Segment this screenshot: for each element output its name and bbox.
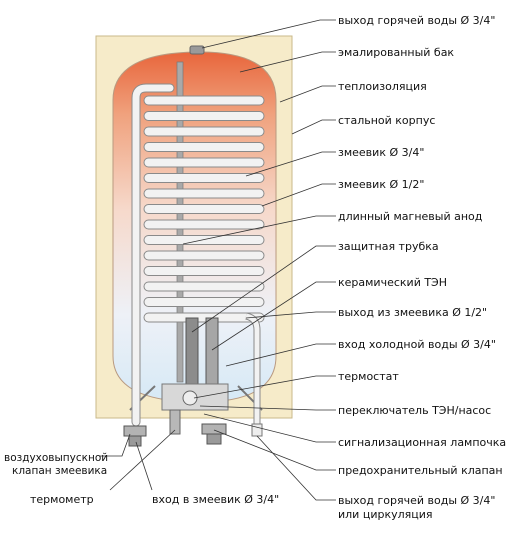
label-cold-water-inlet: вход холодной воды Ø 3/4": [338, 338, 496, 351]
label-coil-3-4: змеевик Ø 3/4": [338, 146, 425, 159]
coil-outlet-nozzle: [251, 423, 263, 437]
air-valve-fitting: [123, 425, 147, 447]
coil-riser-right-inner: [245, 313, 260, 428]
coil-riser-left-inner: [132, 84, 174, 426]
leader-lines-left: [100, 429, 176, 491]
label-insulation: теплоизоляция: [338, 80, 427, 93]
label-magnesium-anode: длинный магневый анод: [338, 210, 483, 223]
label-circulation: или циркуляция: [338, 508, 433, 521]
coil-turn: [143, 312, 265, 323]
top-outlet: [189, 45, 205, 55]
coil-turn: [143, 297, 265, 307]
label-coil-1-2: змеевик Ø 1/2": [338, 178, 425, 191]
coil-turn: [143, 281, 265, 292]
label-protective-tube: защитная трубка: [338, 240, 439, 253]
coil-turn: [143, 235, 265, 245]
coil-inlet-fitting: [201, 423, 227, 445]
label-hot-water-outlet: выход горячей воды Ø 3/4": [338, 14, 496, 27]
label-coil-inlet: вход в змеевик Ø 3/4": [152, 493, 280, 506]
coil-turn: [143, 266, 265, 276]
coil-turn: [143, 219, 265, 230]
label-thermostat: термостат: [338, 370, 399, 383]
coil-turn: [143, 173, 265, 183]
coil-turn: [143, 204, 265, 214]
label-coil-outlet: выход из змеевика Ø 1/2": [338, 306, 488, 319]
coil-turn: [143, 142, 265, 152]
coil-turn: [143, 111, 265, 121]
label-hot-water-outlet-bottom: выход горячей воды Ø 3/4": [338, 494, 496, 507]
label-air-valve-line2: клапан змеевика: [12, 465, 108, 477]
heat-exchanger-coil: [143, 95, 265, 323]
leader-lines-right: [182, 19, 336, 501]
thermostat-knob: [182, 390, 198, 406]
ceramic-heater: [205, 317, 219, 389]
label-steel-casing: стальной корпус: [338, 114, 436, 127]
label-heater-pump-switch: переключатель ТЭН/насос: [338, 404, 492, 417]
label-enamel-tank: эмалированный бак: [338, 46, 455, 59]
label-ceramic-heater: керамический ТЭН: [338, 276, 448, 289]
coil-turn: [143, 250, 265, 261]
label-signal-lamp: сигнализационная лампочка: [338, 436, 507, 449]
coil-turn: [143, 157, 265, 168]
protective-tube: [185, 317, 199, 389]
label-thermometer: термометр: [30, 493, 94, 506]
coil-turn: [143, 188, 265, 199]
label-air-valve-line1: воздуховыпускной: [4, 452, 109, 464]
thermometer-body: [169, 409, 181, 435]
label-safety-valve: предохранительный клапан: [338, 464, 503, 477]
coil-turn: [143, 126, 265, 137]
coil-turn: [143, 95, 265, 106]
